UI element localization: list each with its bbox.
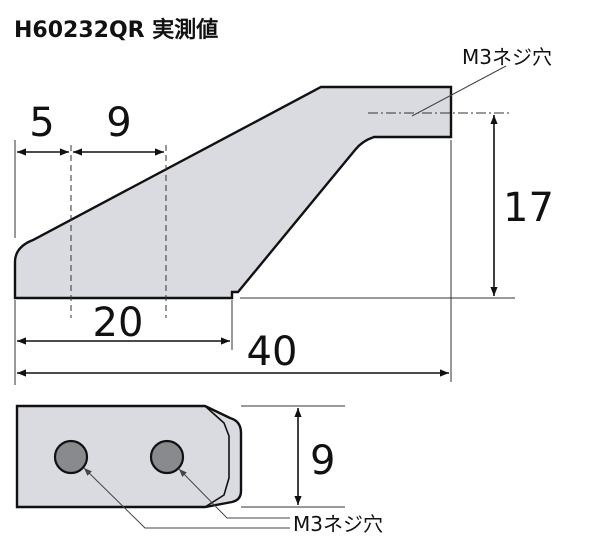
leader-line-bottom-1: [83, 467, 290, 529]
leader-line-bottom-2: [178, 468, 290, 519]
dim-label-bottom-9: 9: [310, 438, 335, 484]
bottom-view-part: [15, 404, 243, 509]
bottom-view-bevel-edge: [204, 405, 230, 508]
side-view-part: [13, 85, 453, 300]
screw-hole-label-top: M3ネジ穴: [462, 45, 552, 69]
dim-label-17: 17: [503, 185, 554, 231]
page-title: H60232QR 実測値: [14, 17, 218, 43]
screw-hole-1: [53, 439, 89, 475]
dim-label-5: 5: [29, 100, 54, 146]
leader-line-top: [411, 65, 507, 117]
screw-hole-2: [149, 439, 185, 475]
dim-label-40: 40: [247, 329, 298, 375]
screw-hole-label-bottom: M3ネジ穴: [293, 512, 383, 536]
dim-label-9: 9: [106, 100, 131, 146]
dim-label-20: 20: [93, 300, 144, 346]
